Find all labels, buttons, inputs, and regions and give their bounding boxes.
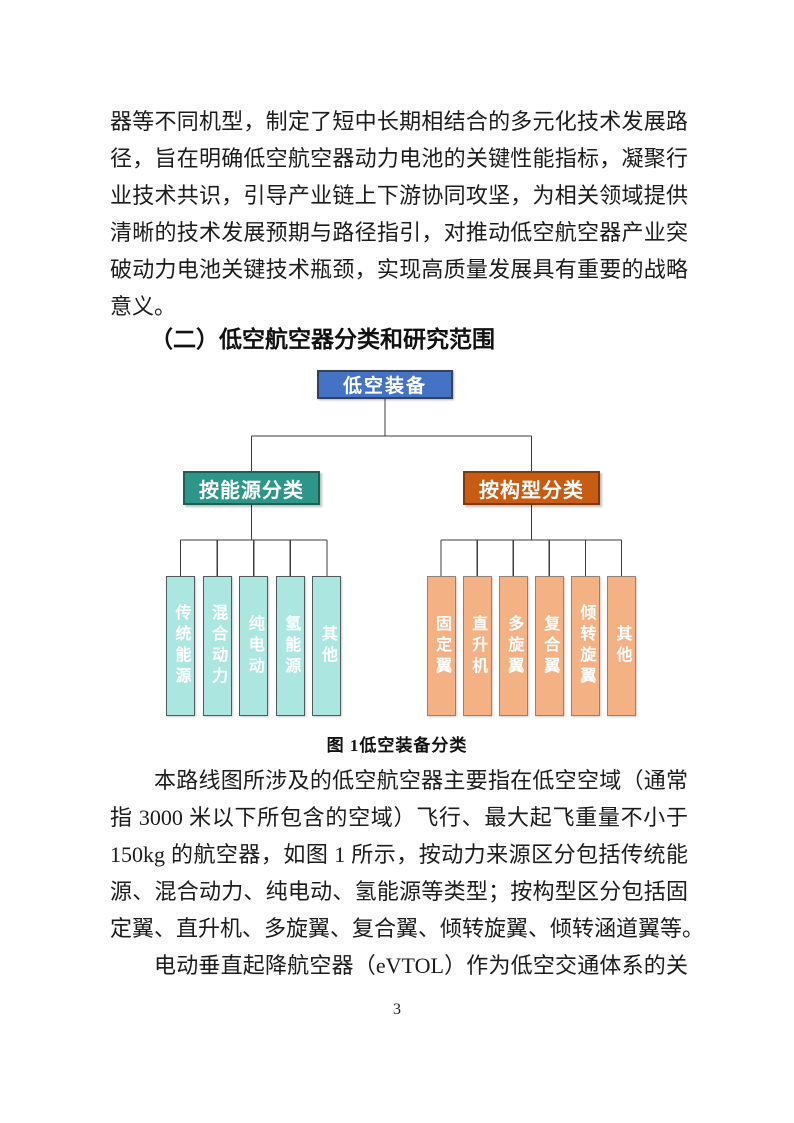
tree-leaf-configuration: 倾转旋翼 (570, 576, 600, 716)
tree-leaf-energy: 氢能源 (275, 576, 305, 716)
figure-classification-tree: 低空装备 按能源分类 按构型分类 传统能源 混合动力 纯电动 氢能源 其他 固定… (166, 370, 636, 755)
body-text-line: 器等不同机型，制定了短中长期相结合的多元化技术发展路 (110, 109, 688, 134)
tree-root-node: 低空装备 (317, 370, 453, 399)
section-heading: （二）低空航空器分类和研究范围 (150, 327, 495, 352)
body-text-line: 指 3000 米以下所包含的空域）飞行、最大起飞重量不小于 (110, 805, 688, 830)
body-text-line: 本路线图所涉及的低空航空器主要指在低空空域（通常 (154, 768, 688, 793)
tree-leaf-configuration: 复合翼 (534, 576, 564, 716)
body-text-line: 径，旨在明确低空航空器动力电池的关键性能指标，凝聚行 (110, 146, 688, 171)
tree-leaf-configuration: 其他 (607, 576, 636, 716)
tree-leaf-energy: 纯电动 (239, 576, 269, 716)
body-text-line: 清晰的技术发展预期与路径指引，对推动低空航空器产业突 (110, 220, 688, 245)
body-text-line: 业技术共识，引导产业链上下游协同攻坚，为相关领域提供 (110, 183, 688, 208)
body-text-line: 意义。 (110, 294, 177, 319)
body-text-line: 150kg 的航空器，如图 1 所示，按动力来源区分包括传统能 (110, 842, 688, 867)
tree-connector-lines (179, 399, 623, 576)
paragraph-top: 器等不同机型，制定了短中长期相结合的多元化技术发展路 径，旨在明确低空航空器动力… (110, 103, 688, 325)
tree-leaf-energy: 混合动力 (202, 576, 232, 716)
tree-leaf-configuration: 直升机 (462, 576, 492, 716)
body-text-line: 源、混合动力、纯电动、氢能源等类型；按构型区分包括固 (110, 879, 688, 904)
tree-leaf-energy: 其他 (312, 576, 342, 716)
figure-caption: 图 1低空装备分类 (326, 736, 468, 755)
page-number: 3 (393, 1001, 401, 1018)
tree-branch-configuration: 按构型分类 (463, 471, 600, 505)
body-text-line: 破动力电池关键技术瓶颈，实现高质量发展具有重要的战略 (110, 257, 688, 282)
tree-leaf-configuration: 多旋翼 (498, 576, 528, 716)
tree-leaf-energy: 传统能源 (166, 576, 195, 716)
body-text-line: 定翼、直升机、多旋翼、复合翼、倾转旋翼、倾转涵道翼等。 (110, 916, 705, 941)
tree-branch-energy: 按能源分类 (183, 471, 320, 505)
tree-leaf-configuration: 固定翼 (426, 576, 456, 716)
paragraph-mid: 本路线图所涉及的低空航空器主要指在低空空域（通常 指 3000 米以下所包含的空… (110, 762, 705, 984)
body-text-line: 电动垂直起降航空器（eVTOL）作为低空交通体系的关 (154, 953, 688, 978)
